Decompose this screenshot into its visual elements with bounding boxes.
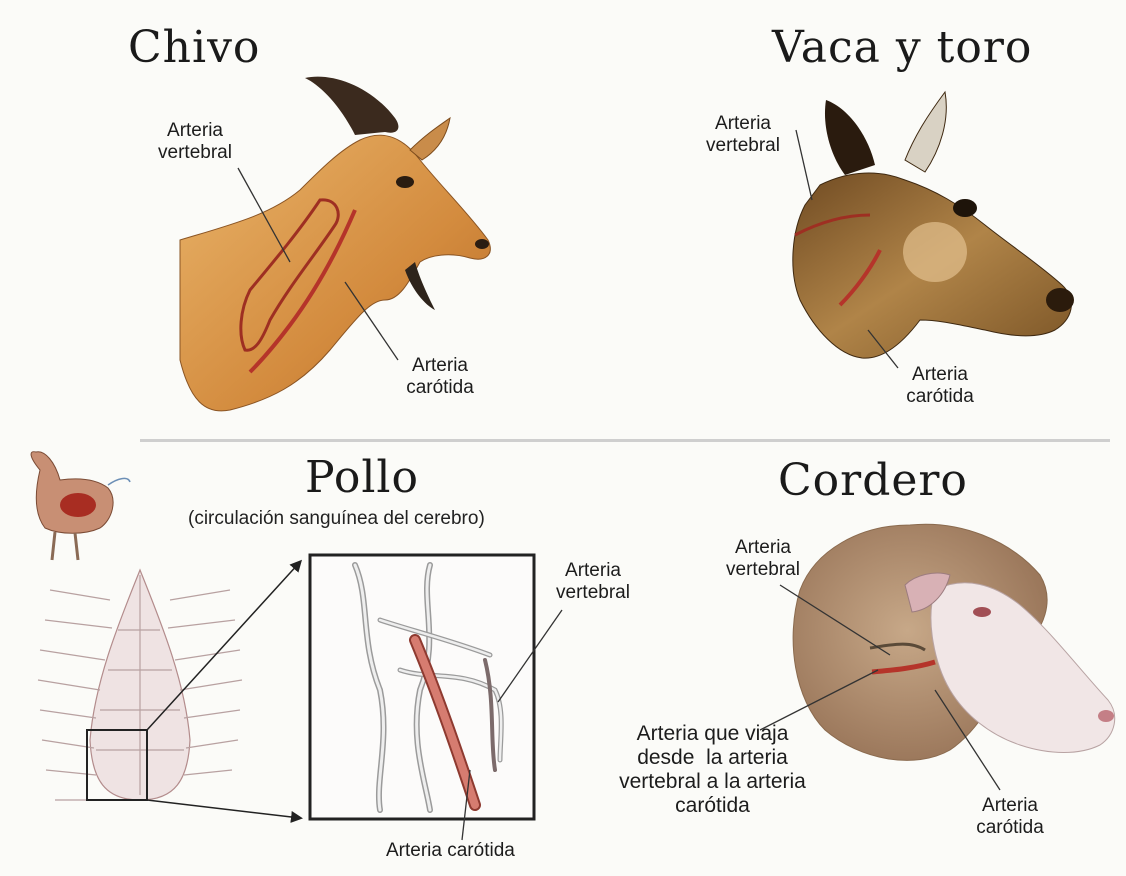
- goat-carotid-label-line1: Arteria: [412, 355, 468, 376]
- cow-vertebral-leader: [795, 129, 813, 201]
- goat-vertebral-label-line1: Arteria: [167, 120, 223, 141]
- goat-carotid-label: Arteria carótida: [390, 355, 490, 399]
- goat-vertebral-label-line2: vertebral: [158, 142, 232, 163]
- goat-nose: [475, 239, 489, 249]
- chicken-icon: [30, 451, 131, 561]
- goat-vertebral-label: Arteria vertebral: [140, 120, 250, 164]
- cow-muzzle: [1046, 288, 1074, 312]
- cow-vertebral-label-line1: Arteria: [715, 113, 771, 134]
- lamb-vertebral-label-line1: Arteria: [735, 537, 791, 558]
- lamb-connecting-label-line3: vertebral a la arteria: [619, 770, 806, 793]
- chicken-vertebral-label-line2: vertebral: [556, 582, 630, 603]
- chicken-vertebral-label: Arteria vertebral: [538, 560, 648, 604]
- cow-carotid-leader: [867, 329, 899, 369]
- lamb-connecting-artery-label: Arteria que viaja desde la arteria verte…: [590, 722, 835, 818]
- lamb-connecting-label-line4: carótida: [675, 794, 750, 817]
- goat-illustration: [179, 76, 491, 412]
- chicken-illustration: [30, 451, 563, 841]
- goat-ear: [409, 116, 451, 161]
- cow-carotid-label-line1: Arteria: [912, 364, 968, 385]
- chicken-carotid-leader: [461, 769, 471, 841]
- cow-vertebral-artery: [794, 213, 871, 237]
- lamb-illustration: [759, 523, 1116, 791]
- lamb-carotid-label-line1: Arteria: [982, 795, 1038, 816]
- lamb-carotid-label-line2: carótida: [976, 817, 1044, 838]
- goat-carotid-leader: [344, 281, 399, 361]
- lamb-vertebral-label: Arteria vertebral: [708, 537, 818, 581]
- lamb-carotid-artery: [871, 659, 936, 675]
- cow-eye: [953, 199, 977, 217]
- chicken-subtitle: (circulación sanguínea del cerebro): [188, 508, 485, 529]
- goat-vertebral-leader: [237, 167, 291, 263]
- cow-vertebral-label-line2: vertebral: [706, 135, 780, 156]
- chicken-zoom-line-bottom: [146, 799, 303, 823]
- chicken-vertebral-leader: [497, 609, 563, 703]
- chicken-zoom-vessels: [352, 562, 504, 813]
- cow-vertebral-label: Arteria vertebral: [688, 113, 798, 157]
- lamb-connecting-leader: [759, 669, 879, 731]
- cow-carotid-artery: [838, 249, 882, 307]
- goat-horn: [305, 76, 399, 135]
- lamb-vertebral-artery: [869, 642, 926, 652]
- lamb-carotid-label: Arteria carótida: [960, 795, 1060, 839]
- chicken-title: Pollo: [305, 452, 419, 503]
- lamb-nose: [1098, 710, 1114, 722]
- lamb-vertebral-leader: [779, 584, 891, 656]
- cow-carotid-label: Arteria carótida: [890, 364, 990, 408]
- cow-cheek: [903, 222, 967, 282]
- lamb-connecting-label-line1: Arteria que viaja: [636, 722, 789, 745]
- chicken-brain-sketch: [37, 568, 243, 801]
- cow-ear-right: [904, 90, 947, 173]
- goat-carotid-artery: [248, 209, 357, 374]
- chicken-carotid-label: Arteria carótida: [386, 840, 515, 861]
- lamb-face: [930, 582, 1116, 753]
- chicken-zoom-line-top: [146, 559, 303, 731]
- goat-carotid-label-line2: carótida: [406, 377, 474, 398]
- chicken-vertebral-label-line1: Arteria: [565, 560, 621, 581]
- cow-illustration: [792, 90, 1074, 369]
- lamb-title: Cordero: [778, 455, 968, 506]
- lamb-carotid-leader: [934, 689, 1001, 791]
- lamb-connecting-label-line2: desde la arteria: [637, 746, 788, 769]
- goat-eye: [396, 176, 414, 188]
- chicken-zoom-region: [86, 729, 148, 801]
- goat-vertebral-artery: [239, 198, 340, 352]
- cow-ear-left: [824, 100, 875, 175]
- cow-title: Vaca y toro: [772, 22, 1033, 73]
- lamb-ear: [904, 572, 951, 613]
- goat-beard: [405, 262, 435, 310]
- lamb-vertebral-label-line2: vertebral: [726, 559, 800, 580]
- lamb-eye: [973, 607, 991, 617]
- goat-title: Chivo: [128, 22, 261, 73]
- section-divider: [140, 439, 1110, 442]
- cow-carotid-label-line2: carótida: [906, 386, 974, 407]
